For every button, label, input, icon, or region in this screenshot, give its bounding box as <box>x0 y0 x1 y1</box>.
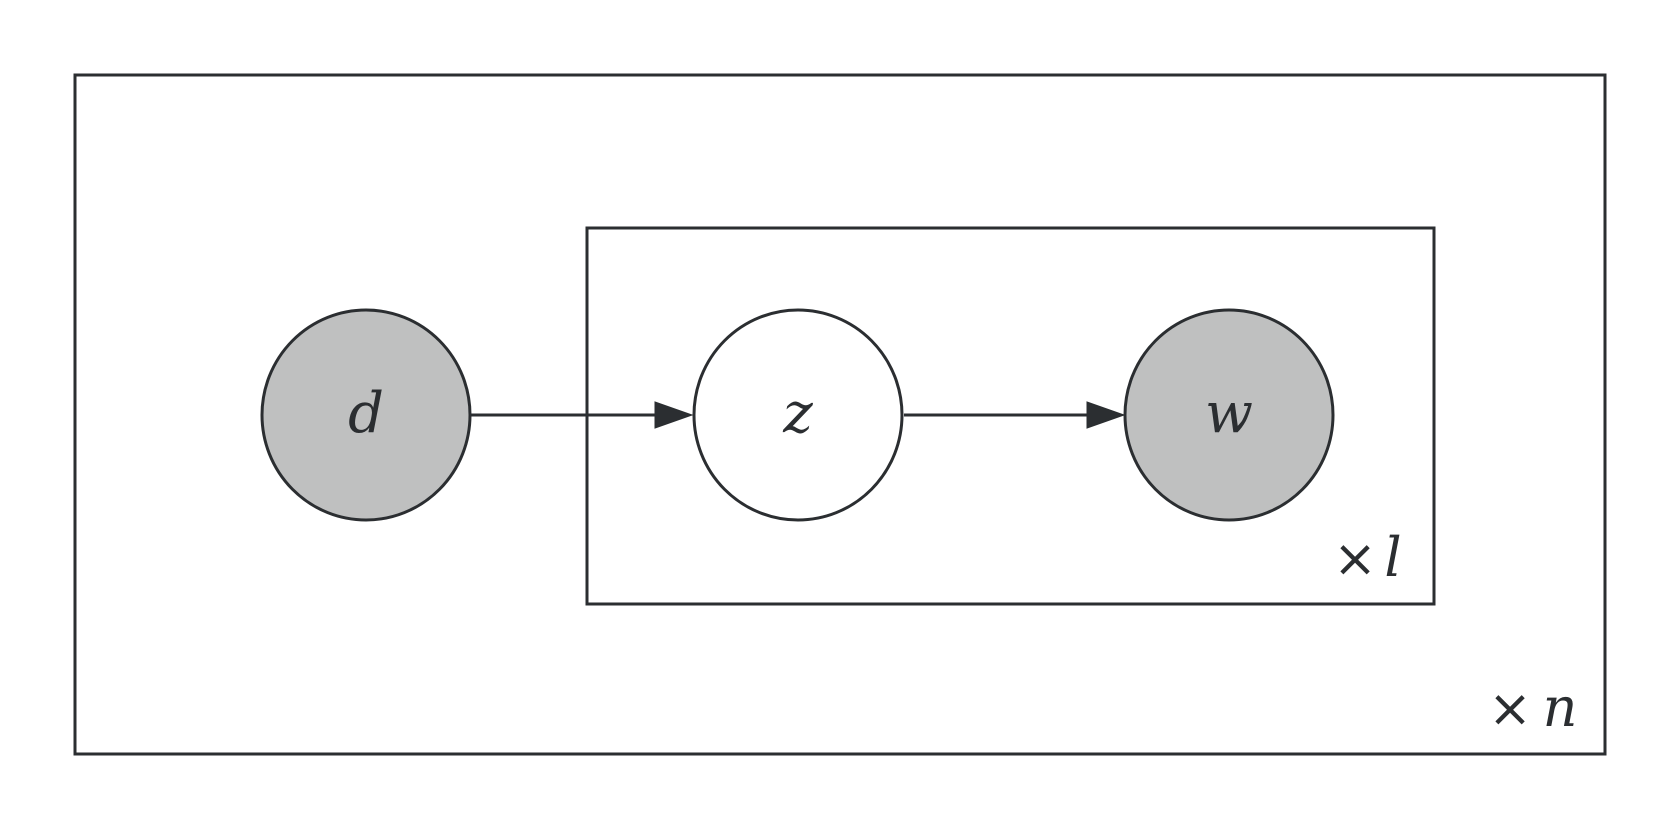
plate-outer: × n <box>73 73 1607 756</box>
plate-outer-times: × <box>1488 679 1532 739</box>
node-z-label: z <box>782 381 813 446</box>
node-d: d <box>260 308 472 522</box>
node-d-label: d <box>348 381 384 446</box>
node-w-label: w <box>1205 381 1253 446</box>
node-z: z <box>692 308 904 522</box>
node-d-circle <box>260 308 472 522</box>
arrowhead-z-w <box>1086 401 1126 429</box>
plate-outer-var: n <box>1543 676 1578 739</box>
edge-z-to-w <box>904 401 1126 429</box>
arrowhead-d-z <box>654 401 694 429</box>
edge-d-to-z <box>470 401 694 429</box>
node-w: w <box>1123 308 1335 522</box>
node-z-circle <box>692 308 904 522</box>
plate-inner-times: × <box>1333 529 1377 589</box>
node-w-circle <box>1123 308 1335 522</box>
plate-inner: × l <box>585 226 1436 606</box>
plate-inner-var: l <box>1384 526 1401 589</box>
plate-outer-border <box>73 73 1607 756</box>
